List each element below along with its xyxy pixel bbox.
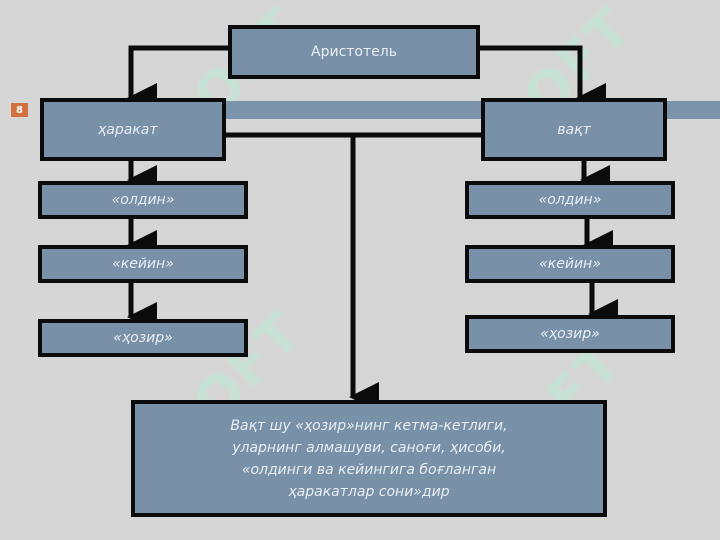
right-node-3: «ҳозир» — [465, 315, 675, 353]
definition-node: Вақт шу «ҳозир»нинг кетма-кетлиги, уларн… — [131, 400, 607, 517]
left-node-2: «кейин» — [38, 245, 248, 283]
right-head-node: вақт — [481, 98, 667, 161]
left-node-3-label: «ҳозир» — [113, 330, 173, 346]
definition-text: Вақт шу «ҳозир»нинг кетма-кетлиги, уларн… — [230, 417, 508, 500]
left-head-node: ҳаракат — [40, 98, 226, 161]
right-node-2-label: «кейин» — [539, 256, 601, 272]
left-head-label: ҳаракат — [98, 121, 158, 138]
right-node-2: «кейин» — [465, 245, 675, 283]
right-node-1: «олдин» — [465, 181, 675, 219]
connector-root-to-right — [478, 45, 606, 113]
right-node-3-label: «ҳозир» — [540, 326, 600, 342]
right-node-1-label: «олдин» — [538, 192, 602, 208]
slide-number: 8 — [11, 103, 28, 117]
left-node-1: «олдин» — [38, 181, 248, 219]
left-node-1-label: «олдин» — [111, 192, 175, 208]
root-node-label: Аристотель — [311, 44, 397, 60]
root-node: Аристотель — [228, 25, 480, 79]
right-head-label: вақт — [557, 121, 591, 138]
left-node-2-label: «кейин» — [112, 256, 174, 272]
left-node-3: «ҳозир» — [38, 319, 248, 357]
connector-root-to-left — [126, 45, 230, 113]
